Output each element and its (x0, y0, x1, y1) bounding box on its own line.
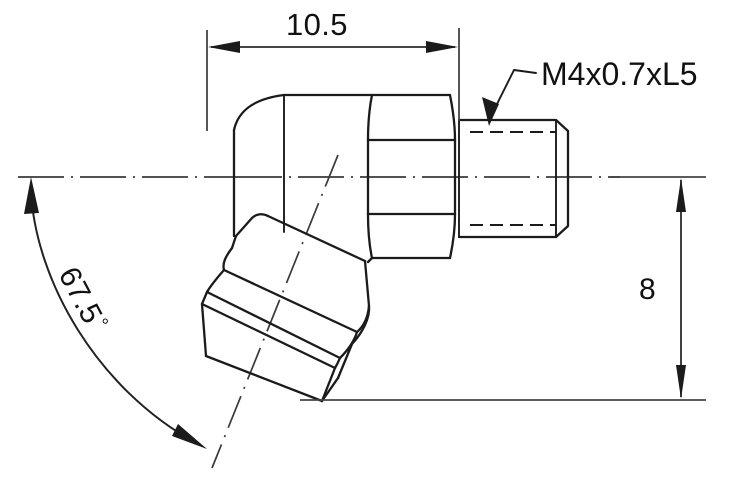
branch-hex-line-3 (200, 302, 337, 370)
arrowhead-icon-thread-leader (482, 97, 499, 126)
length-dimension-value: 10.5 (286, 7, 348, 42)
branch-hex-line-1 (222, 268, 359, 334)
hex-top-left-chamfer (366, 93, 374, 142)
branch-outer-right-contour (350, 304, 371, 346)
arrowhead-icon-length-right (426, 41, 458, 53)
height-dimension-value: 8 (639, 273, 656, 306)
body-lower-right-transition (366, 256, 374, 264)
branch-left-edge-lower (200, 290, 209, 306)
branch-top-face (266, 214, 367, 263)
fitting-body-group (200, 93, 570, 403)
hex-bottom-left-chamfer (366, 212, 374, 260)
arrowhead-icon-height-bottom (676, 365, 686, 399)
angle-arc-line (30, 191, 197, 444)
hex-top-right-chamfer (448, 93, 457, 142)
thread-callout-label: M4x0.7xL5 (541, 56, 698, 92)
branch-bottom-face (204, 354, 324, 403)
arrowhead-icon-angle-bottom (172, 424, 207, 449)
branch-upper-fillet (234, 213, 270, 238)
branch-centerline (211, 154, 339, 469)
branch-right-upper-edge (363, 259, 371, 308)
branch-left-body-edge (200, 302, 208, 358)
branch-outer-right-lower (336, 342, 354, 380)
branch-outer-right-bottom (320, 376, 340, 403)
arrowhead-icon-length-left (208, 41, 240, 53)
arrowhead-icon-height-top (676, 178, 686, 212)
hex-bottom-right-chamfer (448, 212, 457, 260)
branch-left-chamfer-mid (205, 268, 226, 294)
dimension-angle-group: 67.5 ° (24, 177, 207, 449)
dimension-height-group: 8 (300, 176, 706, 401)
branch-right-edge-step (333, 356, 342, 370)
arrowhead-icon-angle-top (24, 177, 39, 214)
branch-hex-line-2 (205, 290, 342, 360)
branch-left-chamfer-upper (222, 246, 234, 272)
branch-right-body-edge (320, 366, 337, 403)
thread-leader-horizontal (513, 69, 537, 74)
body-left-top-fillet (232, 93, 286, 132)
branch-left-upper-edge (230, 234, 238, 250)
dimension-length-group: 10.5 (206, 7, 460, 131)
thread-callout-group: M4x0.7xL5 (482, 56, 698, 126)
threaded-stud-outline (457, 118, 570, 239)
